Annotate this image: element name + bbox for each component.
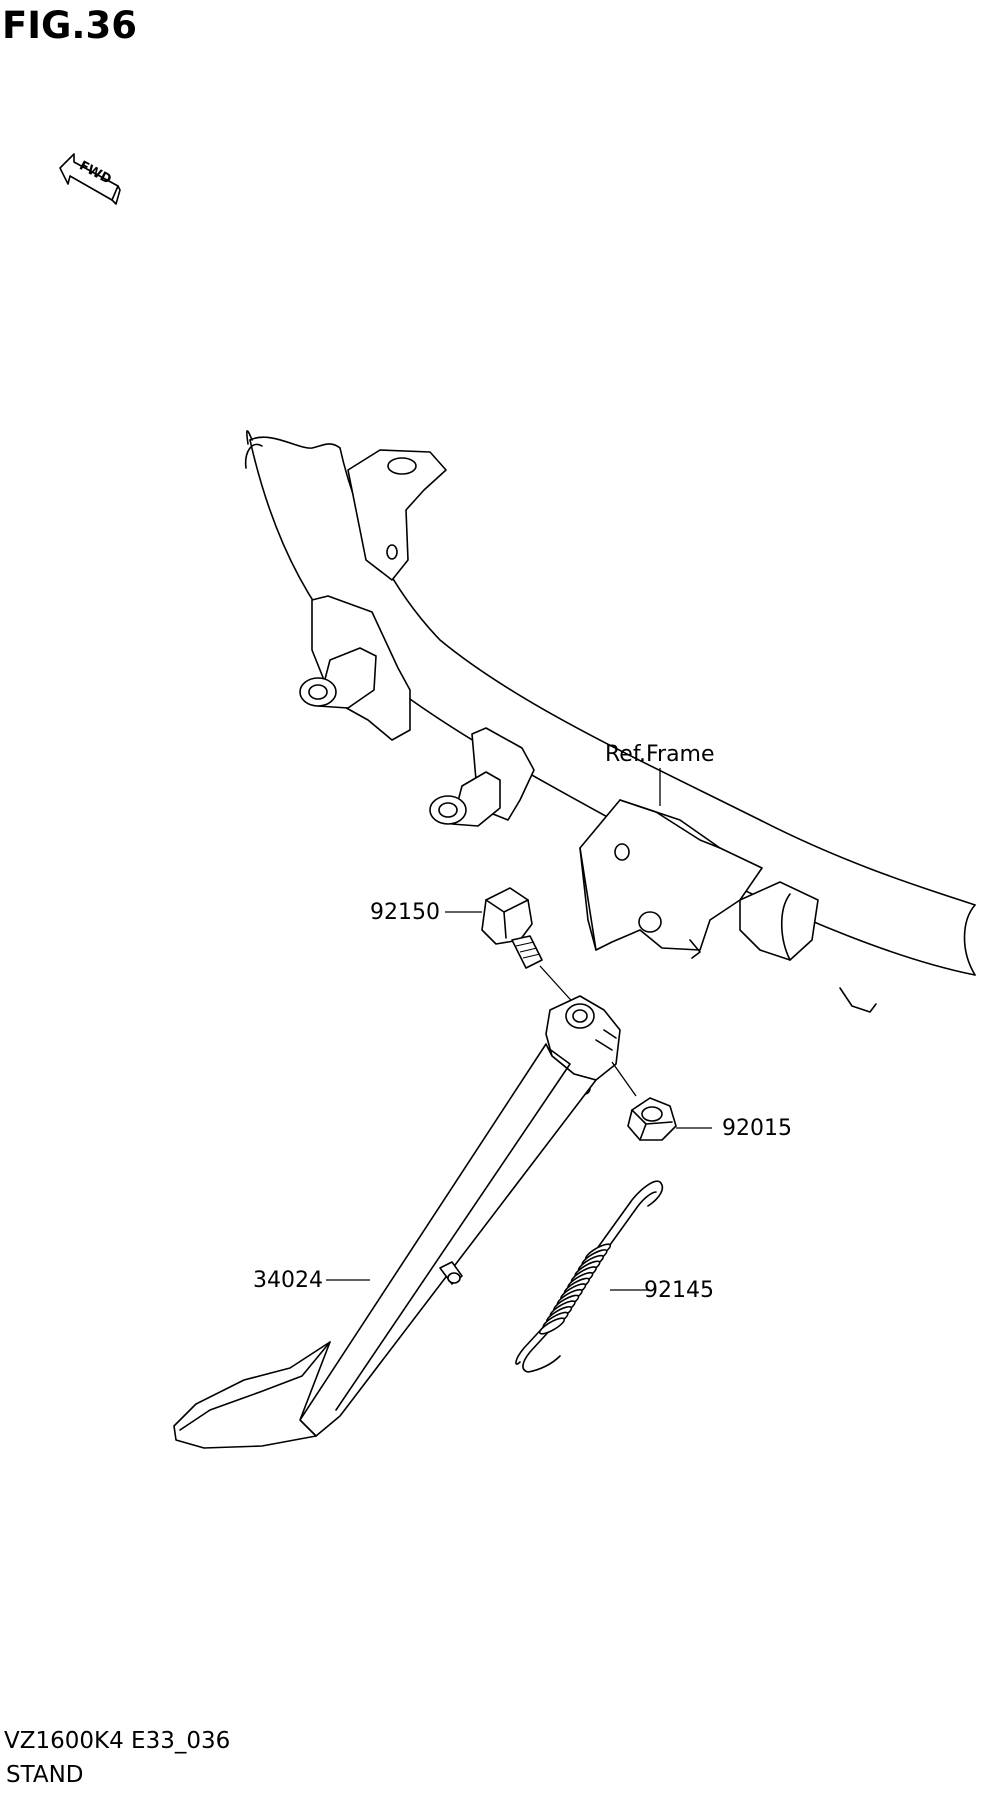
side-stand-34024 bbox=[173, 995, 621, 1449]
bolt-92150 bbox=[445, 887, 579, 1009]
callout-ref-frame: Ref.Frame bbox=[605, 742, 715, 767]
fwd-arrow-icon: FWD bbox=[59, 153, 121, 205]
spring-coil bbox=[538, 1317, 566, 1335]
spring-coils bbox=[538, 1243, 612, 1335]
callout-92150: 92150 bbox=[370, 900, 440, 925]
footer-section-name: STAND bbox=[6, 1762, 84, 1788]
footer-model-code: VZ1600K4 E33_036 bbox=[4, 1728, 231, 1754]
spring-92145 bbox=[515, 1180, 664, 1373]
figure-title: FIG.36 bbox=[2, 4, 137, 47]
callout-34024: 34024 bbox=[253, 1268, 323, 1293]
callout-92145: 92145 bbox=[644, 1278, 714, 1303]
frame-tube bbox=[244, 430, 976, 1013]
callout-92015: 92015 bbox=[722, 1116, 792, 1141]
nut-92015 bbox=[611, 1061, 712, 1141]
